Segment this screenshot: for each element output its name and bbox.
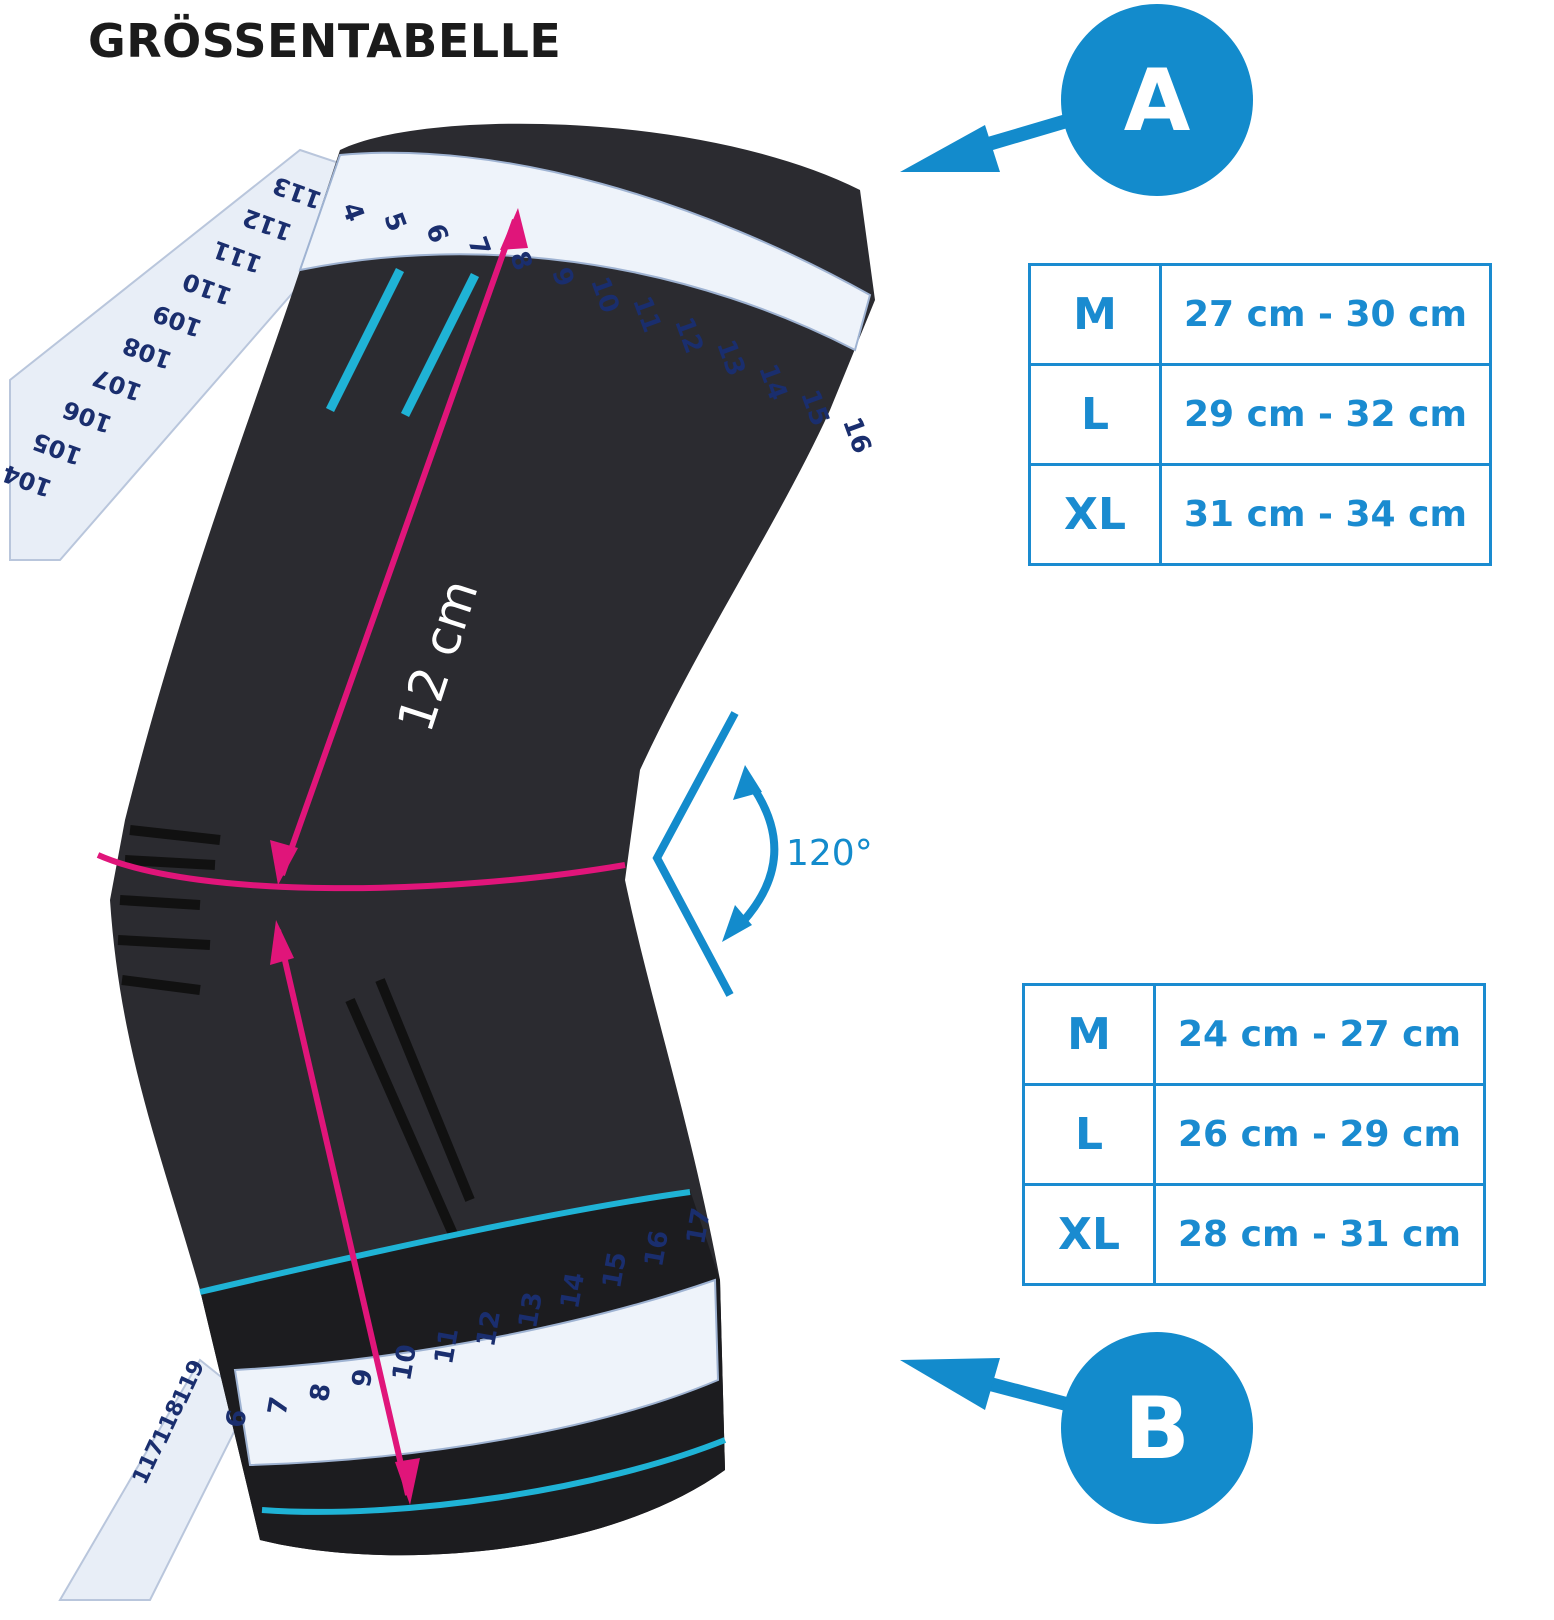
tape-number: 9 [347,1367,380,1390]
tape-number: 17 [681,1206,717,1247]
tape-number: 13 [513,1290,549,1331]
tape-loose-end-bottom [58,1358,252,1601]
sleeve-stripes [117,825,475,1253]
size-cell: M [1028,263,1162,366]
marker-a-label: A [1124,51,1191,151]
strap-cyan-trim [199,1189,691,1295]
tape-number: 10 [387,1342,423,1383]
angle-label: 120° [786,833,873,874]
tape-top [298,151,872,352]
size-cell: XL [1022,1183,1156,1286]
tape-number: 15 [597,1250,633,1291]
tape-number: 7 [263,1395,296,1418]
range-cell: 28 cm - 31 cm [1153,1183,1486,1286]
size-cell: L [1028,363,1162,466]
range-cell: 29 cm - 32 cm [1159,363,1492,466]
marker-a: A [900,4,1253,196]
marker-b-label: B [1124,1379,1190,1479]
measurement-lines [96,208,626,1505]
tape-number: 16 [836,413,877,457]
size-cell: M [1022,983,1156,1086]
size-cell: XL [1028,463,1162,566]
tape-number: 12 [471,1308,507,1349]
page-title: GRÖSSENTABELLE [88,14,562,68]
range-cell: 26 cm - 29 cm [1153,1083,1486,1186]
range-cell: 24 cm - 27 cm [1153,983,1486,1086]
tape-number: 11 [429,1326,465,1367]
tape-number: 8 [305,1381,338,1404]
tape-number: 16 [639,1228,675,1269]
tape-number: 6 [221,1407,254,1430]
range-cell: 31 cm - 34 cm [1159,463,1492,566]
strap-cyan-trim-bottom [261,1437,727,1515]
size-cell: L [1022,1083,1156,1186]
sleeve-cyan-stripes [325,267,480,418]
tape-number: 14 [555,1270,591,1311]
angle-indicator [652,711,779,997]
range-cell: 27 cm - 30 cm [1159,263,1492,366]
marker-b: B [900,1332,1253,1524]
